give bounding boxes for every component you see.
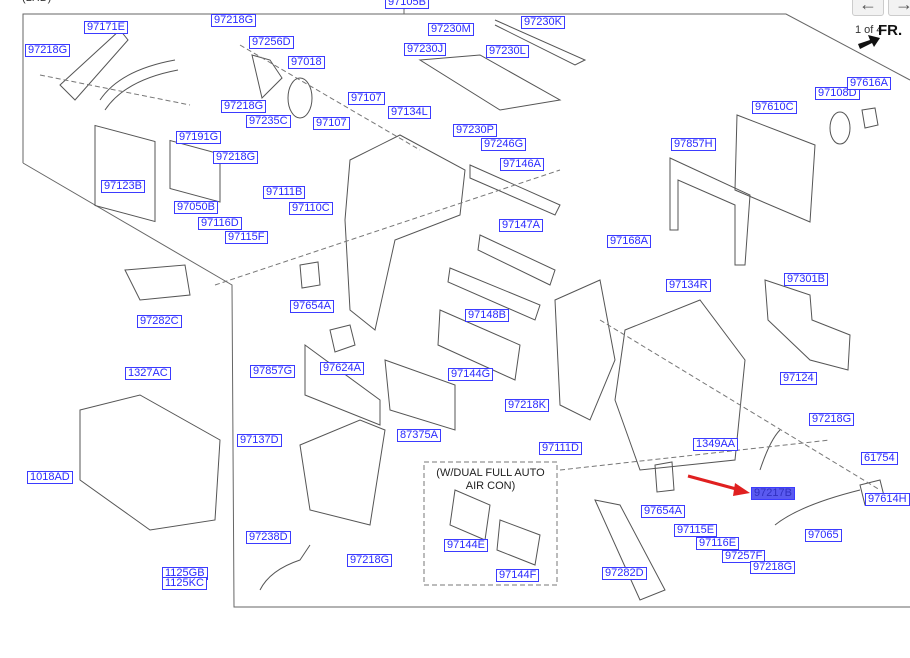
note-line: AIR CON) (465, 480, 516, 492)
part-label[interactable]: 97168A (607, 235, 651, 248)
part-label[interactable]: 97218G (25, 44, 71, 57)
part-label[interactable]: 97654A (290, 300, 334, 313)
part-label[interactable]: 97238D (246, 531, 291, 544)
part-label[interactable]: 97147A (499, 219, 543, 232)
part-label[interactable]: 97857H (671, 138, 716, 151)
diagram-frame-lower (22, 162, 910, 608)
page-indicator: 1 of 4 (855, 24, 883, 36)
part-label[interactable]: 97624A (320, 362, 364, 375)
part-label[interactable]: 61754 (861, 452, 898, 465)
part-label[interactable]: 97146A (500, 158, 544, 171)
part-label[interactable]: 97256D (249, 36, 294, 49)
part-label[interactable]: 97105B (385, 0, 429, 9)
part-label[interactable]: 97218G (809, 413, 855, 426)
part-label[interactable]: 97282D (602, 567, 647, 580)
part-label[interactable]: 97191G (176, 131, 222, 144)
part-label[interactable]: 97257F (722, 550, 766, 563)
part-label[interactable]: 87375A (397, 429, 441, 442)
part-label[interactable]: 97218G (750, 561, 796, 574)
part-label[interactable]: 97107 (348, 92, 385, 105)
part-label-selected[interactable]: 97217B (751, 487, 795, 500)
fr-arrow-icon (858, 35, 880, 49)
red-arrow (687, 474, 750, 496)
part-label[interactable]: 97246G (481, 138, 527, 151)
part-label[interactable]: 97137D (237, 434, 282, 447)
part-label[interactable]: 97108D (815, 87, 860, 100)
part-label[interactable]: 97110C (289, 202, 333, 215)
part-label[interactable]: 97218G (213, 151, 259, 164)
arrow-right-icon: → (895, 0, 910, 14)
leader-dashes (39, 44, 881, 586)
part-label[interactable]: 97218K (505, 399, 549, 412)
part-label[interactable]: 97230P (453, 124, 497, 137)
part-label[interactable]: 97610C (752, 101, 797, 114)
part-label[interactable]: 97116D (198, 217, 242, 230)
part-label[interactable]: 97230M (428, 23, 474, 36)
part-label[interactable]: 1327AC (125, 367, 171, 380)
part-label[interactable]: 97148B (465, 309, 509, 322)
part-label[interactable]: 97124 (780, 372, 817, 385)
part-label[interactable]: 97107 (313, 117, 350, 130)
part-label[interactable]: 97171E (84, 21, 128, 34)
part-label[interactable]: 1349AA (693, 438, 739, 451)
part-label[interactable]: 97654A (641, 505, 685, 518)
part-label[interactable]: 97282C (137, 315, 182, 328)
prev-page-button[interactable]: ← (852, 0, 884, 16)
part-label[interactable]: 97123B (101, 180, 145, 193)
part-label[interactable]: 97614H (865, 493, 910, 506)
part-label[interactable]: 97218G (347, 554, 393, 567)
part-label[interactable]: 97115E (674, 524, 718, 537)
variant-label: (LHD) (22, 0, 51, 4)
part-label[interactable]: 97230L (486, 45, 529, 58)
part-label[interactable]: 97616A (847, 77, 891, 90)
part-label[interactable]: 97111B (263, 186, 306, 199)
part-label[interactable]: 97111D (539, 442, 582, 455)
part-label[interactable]: 97218G (211, 14, 257, 27)
part-label[interactable]: 97115F (225, 231, 268, 244)
part-label[interactable]: 97218G (221, 100, 267, 113)
part-label[interactable]: 97065 (805, 529, 842, 542)
part-label[interactable]: 97144G (448, 368, 494, 381)
part-label[interactable]: 1125KC (162, 577, 207, 590)
front-direction-label: FR. (878, 22, 903, 39)
note-line: (W/DUAL FULL AUTO (436, 467, 545, 479)
arrow-left-icon: ← (859, 0, 877, 14)
part-label[interactable]: 97018 (288, 56, 325, 69)
part-label[interactable]: 97134L (388, 106, 431, 119)
next-page-button[interactable]: → (888, 0, 910, 16)
part-label[interactable]: 1018AD (27, 471, 73, 484)
part-label[interactable]: 97857G (250, 365, 296, 378)
part-label[interactable]: 97301B (784, 273, 828, 286)
part-label[interactable]: 97050B (174, 201, 218, 214)
part-label[interactable]: 97144F (496, 569, 540, 582)
part-label[interactable]: 97235C (246, 115, 291, 128)
part-label[interactable]: 97230K (521, 16, 565, 29)
part-label[interactable]: 97134R (666, 279, 711, 292)
part-label[interactable]: 97144E (444, 539, 488, 552)
part-label[interactable]: 97230J (404, 43, 447, 56)
part-label[interactable]: 97116E (696, 537, 740, 550)
